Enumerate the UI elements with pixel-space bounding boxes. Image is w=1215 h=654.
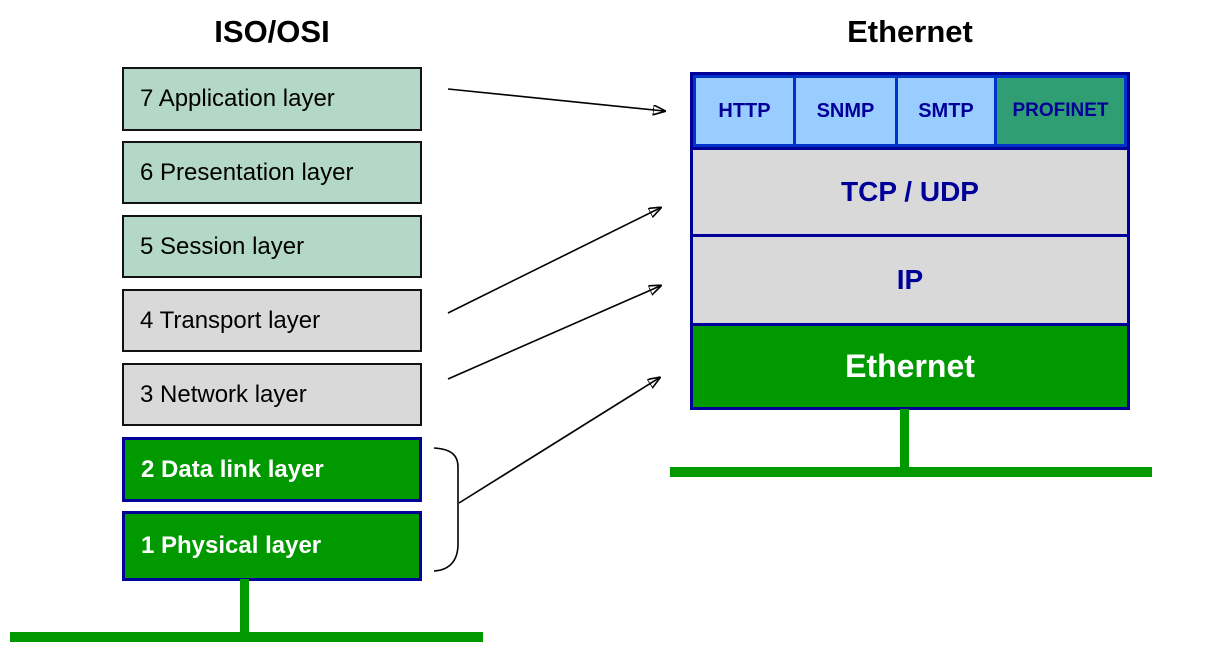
osi-layer-label: 3 Network layer: [140, 380, 307, 408]
ethernet-column-title: Ethernet: [847, 14, 973, 49]
osi-bus-drop-line: [240, 579, 249, 632]
osi-layer-label: 2 Data link layer: [141, 455, 324, 483]
application-protocols-row: HTTP SNMP SMTP PROFINET: [693, 75, 1127, 147]
arrow-application-to-protocols: [447, 88, 664, 111]
ethernet-layer-box: Ethernet: [693, 323, 1127, 407]
tcp-udp-layer-box: TCP / UDP: [693, 147, 1127, 234]
arrow-lower-layers-to-ethernet: [458, 378, 659, 504]
ethernet-network-bus: [670, 467, 1152, 477]
osi-layer-2-datalink: 2 Data link layer: [122, 437, 422, 502]
osi-layer-5-session: 5 Session layer: [122, 215, 422, 278]
protocol-smtp: SMTP: [895, 75, 997, 147]
ip-label: IP: [896, 264, 924, 295]
arrow-transport-to-tcp-udp: [447, 208, 660, 314]
protocol-snmp: SNMP: [793, 75, 898, 147]
osi-layer-label: 7 Application layer: [140, 85, 335, 112]
osi-layer-label: 5 Session layer: [140, 232, 305, 260]
arrow-network-to-ip: [447, 286, 660, 380]
osi-network-bus: [10, 632, 483, 642]
protocol-http: HTTP: [693, 75, 796, 147]
osi-layer-3-network: 3 Network layer: [122, 363, 422, 426]
protocol-label: SMTP: [918, 99, 974, 122]
ethernet-label: Ethernet: [845, 348, 975, 384]
ethernet-bus-drop-line: [900, 409, 909, 467]
osi-layer-7-application: 7 Application layer: [122, 67, 422, 131]
protocol-label: PROFINET: [1012, 100, 1109, 121]
osi-layer-6-presentation: 6 Presentation layer: [122, 141, 422, 204]
ip-layer-box: IP: [693, 234, 1127, 323]
ethernet-protocol-stack: HTTP SNMP SMTP PROFINET TCP / UDP IP Eth…: [690, 72, 1130, 410]
osi-layer-label: 1 Physical layer: [141, 532, 322, 559]
osi-layer-4-transport: 4 Transport layer: [122, 289, 422, 352]
lower-layers-brace: [433, 447, 459, 572]
osi-layer-label: 6 Presentation layer: [140, 158, 354, 186]
protocol-profinet: PROFINET: [994, 75, 1127, 147]
osi-column-title: ISO/OSI: [214, 14, 330, 49]
protocol-label: SNMP: [816, 99, 875, 122]
osi-layer-1-physical: 1 Physical layer: [122, 511, 422, 581]
protocol-label: HTTP: [718, 99, 771, 122]
tcp-udp-label: TCP / UDP: [841, 176, 979, 207]
osi-layer-label: 4 Transport layer: [140, 306, 321, 334]
